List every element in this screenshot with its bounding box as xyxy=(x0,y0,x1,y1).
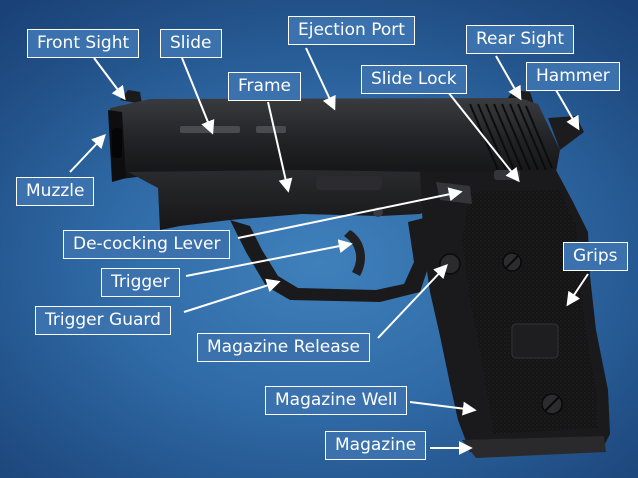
leader-arrows xyxy=(69,47,589,455)
hammer-arrow xyxy=(555,89,580,131)
label-slide: Slide xyxy=(160,29,222,58)
label-slide-lock: Slide Lock xyxy=(361,65,467,94)
label-ejection-port: Ejection Port xyxy=(288,16,415,45)
label-magazine-well: Magazine Well xyxy=(265,386,408,415)
label-magazine: Magazine xyxy=(325,431,427,460)
ejection-port-arrow xyxy=(305,47,336,111)
magazine-well-arrow xyxy=(409,401,477,416)
trigger-guard-part xyxy=(230,218,430,302)
muzzle-arrow xyxy=(69,133,106,173)
label-decocking-lever: De-cocking Lever xyxy=(63,230,231,259)
label-front-sight: Front Sight xyxy=(27,29,140,58)
trigger-arrow xyxy=(185,239,353,277)
label-frame: Frame xyxy=(228,72,301,101)
label-muzzle: Muzzle xyxy=(16,177,95,206)
decocking-lever-arrow xyxy=(237,187,463,239)
rear-sight-arrow xyxy=(495,55,522,101)
frame-arrow xyxy=(267,101,293,193)
label-trigger: Trigger xyxy=(101,268,180,297)
magazine-release-arrow xyxy=(377,263,448,339)
slide-engraving xyxy=(180,126,286,133)
frame-part xyxy=(128,170,456,230)
label-hammer: Hammer xyxy=(526,62,620,91)
label-magazine-release: Magazine Release xyxy=(197,333,370,362)
front-sight-arrow xyxy=(93,57,126,101)
label-trigger-guard: Trigger Guard xyxy=(35,306,171,335)
slide-part xyxy=(110,98,560,180)
label-grips: Grips xyxy=(563,242,628,271)
grips-arrow xyxy=(566,273,589,307)
trigger-part xyxy=(344,230,365,276)
label-rear-sight: Rear Sight xyxy=(466,25,575,54)
magazine-part xyxy=(462,436,606,458)
trigger-guard-arrow xyxy=(183,278,281,313)
slide-lock-arrow xyxy=(447,91,520,183)
slide-arrow xyxy=(181,57,215,135)
